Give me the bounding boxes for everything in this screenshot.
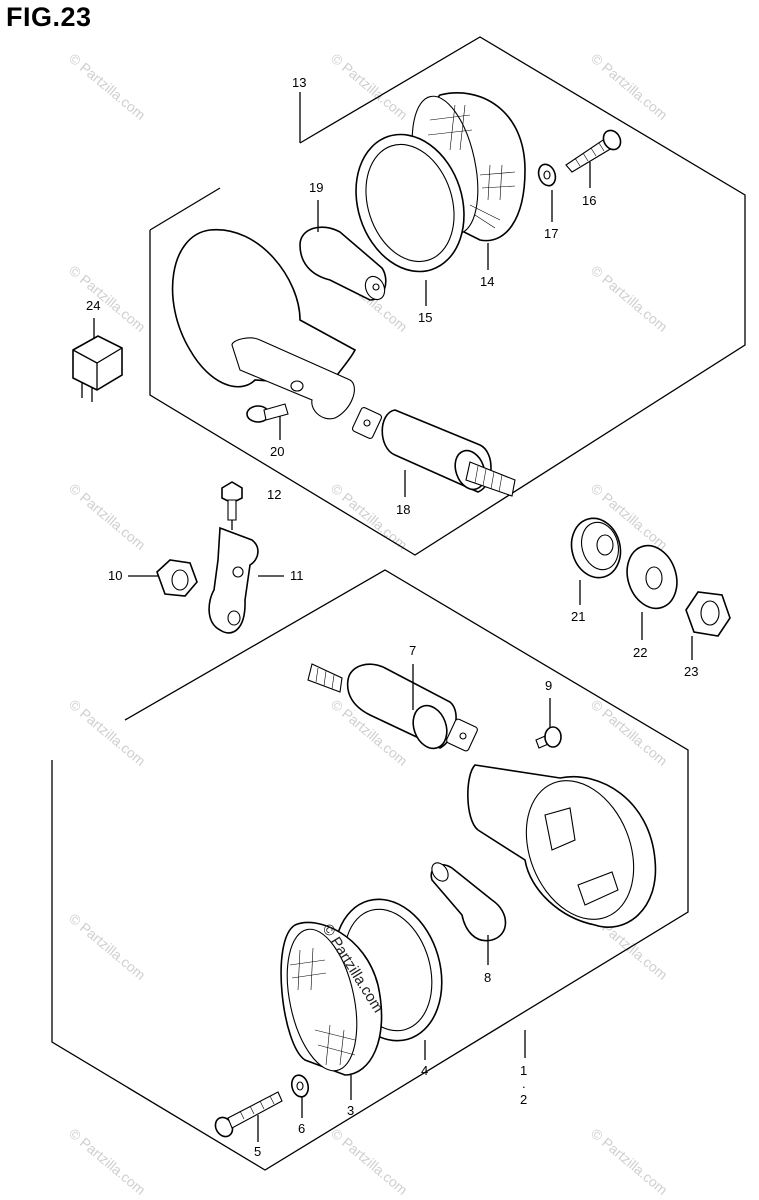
callout-2: 2 (520, 1092, 527, 1107)
callout-8: 8 (484, 970, 491, 985)
callout-9: 9 (545, 678, 552, 693)
nut-23 (685, 591, 731, 637)
callout-5: 5 (254, 1144, 261, 1159)
callout-22: 22 (633, 645, 647, 660)
watermark: © Partzilla.com (66, 910, 149, 983)
bolt-12 (221, 481, 243, 521)
callout-3: 3 (347, 1103, 354, 1118)
upper-assembly-frame (149, 36, 746, 556)
upper-bulb (299, 226, 387, 301)
watermark: © Partzilla.com (588, 262, 671, 335)
callout-20: 20 (270, 444, 284, 459)
callout-4: 4 (421, 1063, 428, 1078)
lower-bulb (430, 862, 507, 942)
watermark: © Partzilla.com (66, 50, 149, 123)
callout-11: 11 (290, 568, 304, 583)
screw-5 (214, 1091, 283, 1138)
watermark: © Partzilla.com (66, 1125, 149, 1198)
washer-22 (626, 544, 678, 610)
lower-assembly-frame (51, 569, 689, 1171)
watermark: © Partzilla.com (66, 696, 149, 769)
screw-9 (535, 726, 562, 749)
watermark: © Partzilla.com (328, 1125, 411, 1198)
upper-stem (351, 407, 516, 497)
upper-housing (171, 229, 357, 420)
upper-gasket (355, 133, 465, 273)
callout-23: 23 (684, 664, 698, 679)
callout-16: 16 (582, 193, 596, 208)
bracket-11 (208, 526, 259, 634)
watermark: © Partzilla.com (66, 480, 149, 553)
callout-14: 14 (480, 274, 494, 289)
callout-19: 19 (309, 180, 323, 195)
callout-24: 24 (86, 298, 100, 313)
callout-12: 12 (267, 487, 281, 502)
callout-17: 17 (544, 226, 558, 241)
callout-15: 15 (418, 310, 432, 325)
callout-1: 1 (520, 1063, 527, 1078)
watermark: © Partzilla.com (66, 262, 149, 335)
figure-title: FIG.23 (6, 2, 92, 32)
relay-24 (72, 335, 123, 402)
watermark: © Partzilla.com (588, 50, 671, 123)
callout-10: 10 (108, 568, 122, 583)
lower-lens (280, 921, 383, 1076)
lower-housing (467, 764, 657, 928)
screw-16 (565, 129, 622, 173)
callout-1-2-dot: . (522, 1076, 526, 1091)
watermark: © Partzilla.com (328, 50, 411, 123)
nut-10 (156, 559, 198, 597)
grommet-21 (570, 517, 622, 579)
leader-lines (128, 162, 693, 1142)
callout-labels: 13 19 16 17 14 15 24 20 18 12 10 11 21 2… (86, 75, 698, 1159)
callout-18: 18 (396, 502, 410, 517)
callout-13: 13 (292, 75, 306, 90)
screw-20 (246, 403, 289, 423)
watermark: © Partzilla.com (588, 1125, 671, 1198)
callout-21: 21 (571, 609, 585, 624)
callout-6: 6 (298, 1121, 305, 1136)
lower-stem (307, 663, 478, 752)
callout-7: 7 (409, 643, 416, 658)
washer-6 (290, 1074, 310, 1098)
washer-17 (537, 163, 557, 187)
